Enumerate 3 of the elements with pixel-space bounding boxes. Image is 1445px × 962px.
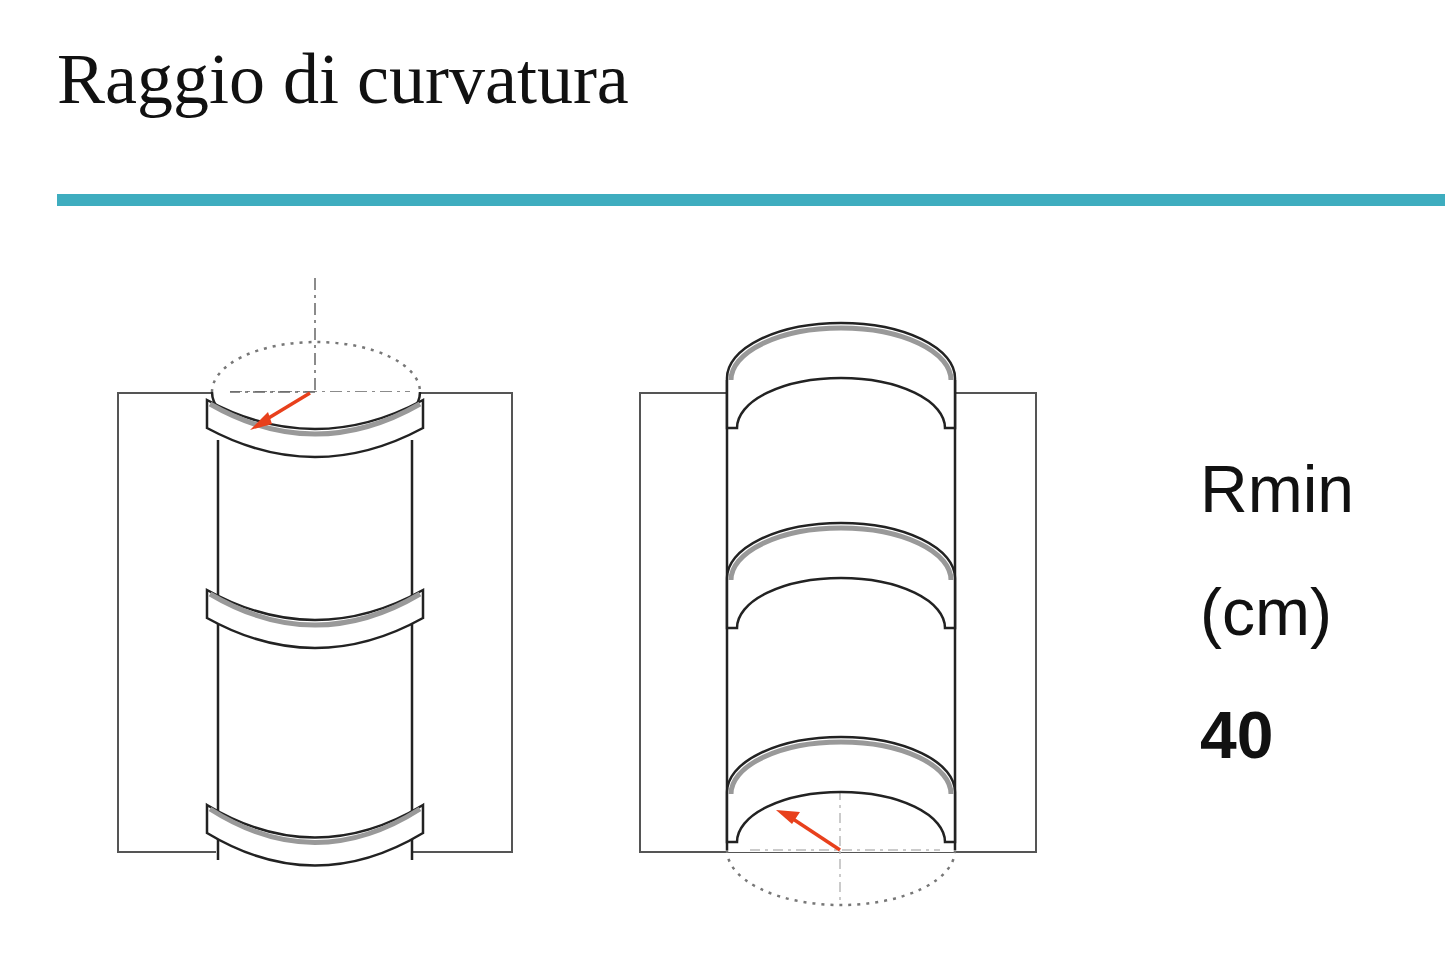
value-label: 40 [1200, 697, 1275, 774]
unit-label: Rmin (cm) [1200, 451, 1355, 651]
title: Raggio di curvatura [57, 38, 629, 121]
